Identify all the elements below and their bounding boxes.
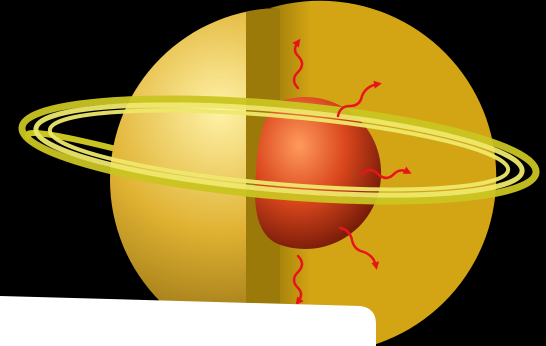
diagram-stage <box>0 0 546 346</box>
planet-diagram <box>0 0 546 346</box>
